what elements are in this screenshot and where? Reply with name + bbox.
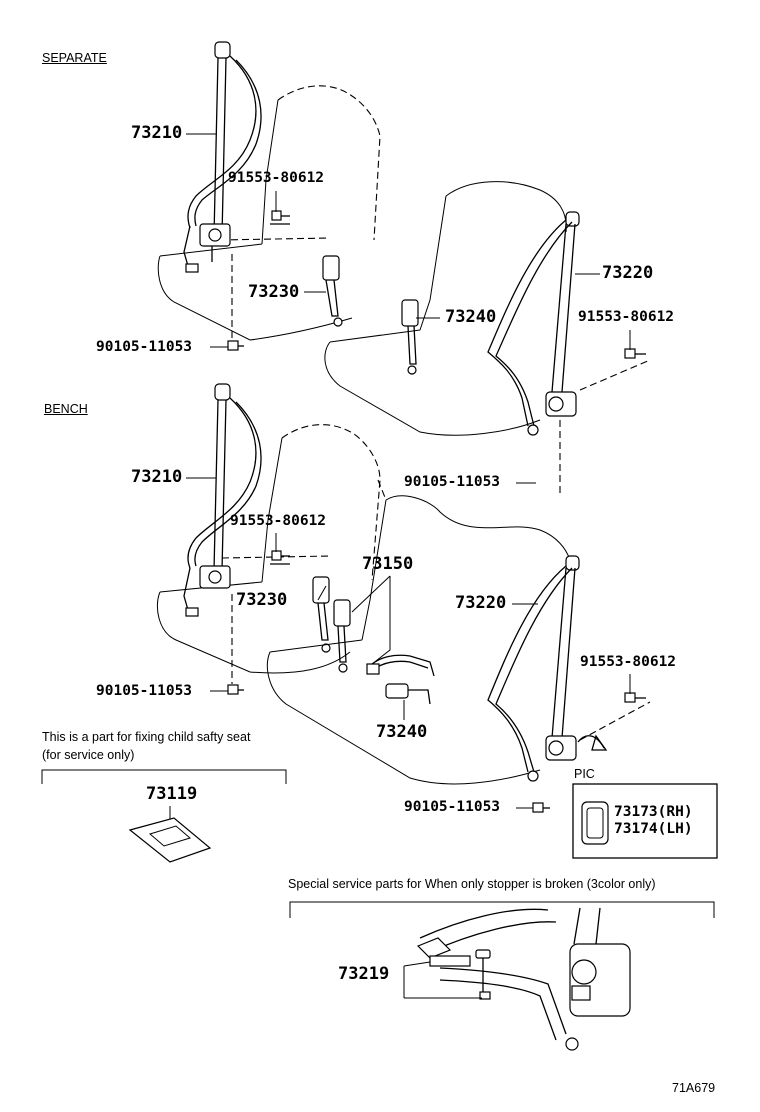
section-label-separate: SEPARATE	[42, 51, 107, 65]
part-label-90105-bench-mid[interactable]: 90105-11053	[404, 474, 501, 490]
bench-left-belt	[183, 383, 262, 617]
part-label-73174-lh[interactable]: 73174(LH)	[614, 821, 693, 837]
separate-right-bolt	[624, 348, 646, 359]
section-label-bench: BENCH	[44, 402, 88, 416]
pic-box	[572, 783, 718, 859]
stopper-note: Special service parts for When only stop…	[288, 877, 656, 891]
part-label-73230-separate[interactable]: 73230	[248, 282, 300, 302]
part-label-73210-separate[interactable]: 73210	[131, 123, 183, 143]
part-label-73230-bench[interactable]: 73230	[236, 590, 288, 610]
part-label-91553-bench-top[interactable]: 91553-80612	[230, 513, 327, 529]
stopper-section	[289, 901, 715, 1051]
separate-right-seat	[324, 181, 651, 496]
part-label-91553-separate-right[interactable]: 91553-80612	[578, 309, 675, 325]
part-label-73173-rh[interactable]: 73173(RH)	[614, 804, 693, 820]
bench-left-bolt-top	[270, 550, 290, 565]
child-seat-note-service: (for service only)	[42, 748, 135, 762]
separate-left-bolt-top	[270, 210, 290, 225]
part-label-73210-bench[interactable]: 73210	[131, 467, 183, 487]
part-label-73119[interactable]: 73119	[146, 784, 198, 804]
bench-right-belt	[487, 555, 608, 782]
leader-lines	[186, 133, 631, 809]
child-seat-note: This is a part for fixing child safty se…	[42, 730, 251, 744]
bench-left-bolt-bottom	[227, 684, 244, 695]
child-seat-section	[41, 769, 287, 863]
part-label-73219[interactable]: 73219	[338, 964, 390, 984]
part-label-90105-bench-left[interactable]: 90105-11053	[96, 683, 193, 699]
separate-right-buckle	[401, 299, 419, 375]
part-label-91553-separate-top[interactable]: 91553-80612	[228, 170, 325, 186]
part-label-73240-separate[interactable]: 73240	[445, 307, 497, 327]
separate-right-belt	[487, 211, 580, 436]
bench-buckles	[312, 576, 435, 705]
part-label-73150-bench[interactable]: 73150	[362, 554, 414, 574]
part-label-73240-bench[interactable]: 73240	[376, 722, 428, 742]
part-label-91553-bench-right[interactable]: 91553-80612	[580, 654, 677, 670]
separate-left-buckle	[322, 255, 343, 327]
part-label-90105-separate[interactable]: 90105-11053	[96, 339, 193, 355]
diagram-code: 71A679	[672, 1081, 716, 1095]
bench-right-seat	[266, 479, 651, 785]
separate-left-seat	[157, 85, 381, 341]
part-label-90105-bench-lower-right[interactable]: 90105-11053	[404, 799, 501, 815]
separate-left-belt	[183, 41, 262, 273]
bench-lower-right-bolt	[532, 802, 550, 813]
pic-label: PIC	[574, 767, 595, 781]
separate-left-bolt-bottom	[227, 340, 244, 351]
bench-left-seat	[156, 424, 381, 684]
bench-right-bolt	[624, 692, 646, 703]
part-label-73220-bench[interactable]: 73220	[455, 593, 507, 613]
part-label-73220-separate[interactable]: 73220	[602, 263, 654, 283]
